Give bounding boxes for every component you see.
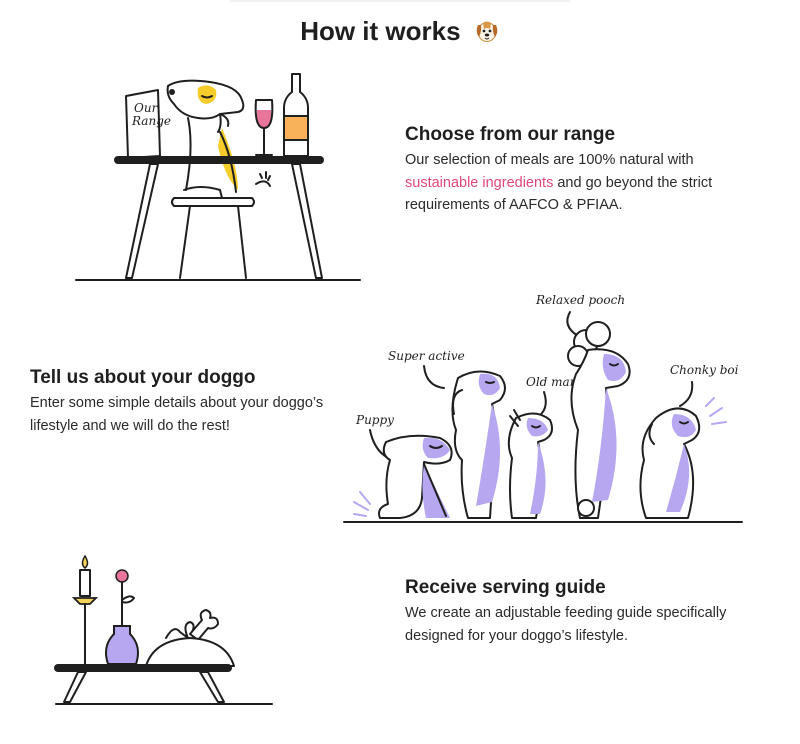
dog-puppy bbox=[378, 434, 453, 519]
dog-relaxed-pooch bbox=[567, 321, 631, 519]
step-text-part: and go beyond the strict requirements of… bbox=[405, 174, 713, 214]
label-old-man: Old man bbox=[526, 375, 577, 389]
dog-lineup-illustration: Puppy Super active Old man Relaxed pooch… bbox=[343, 293, 743, 523]
dog-super-active bbox=[451, 370, 506, 519]
serving-table bbox=[54, 664, 232, 703]
dog-character bbox=[166, 79, 271, 279]
dog-old-man bbox=[507, 409, 553, 519]
step-title: Receive serving guide bbox=[405, 577, 606, 598]
dog-at-table-illustration: Our Range bbox=[75, 73, 361, 281]
step-serving-guide: Receive serving guide We create an adjus… bbox=[405, 576, 735, 647]
label-chonky-boi: Chonky boi bbox=[670, 363, 739, 377]
wine-glass bbox=[254, 99, 274, 156]
label-super-active: Super active bbox=[388, 349, 465, 363]
menu-card: Our Range bbox=[125, 89, 171, 159]
candle bbox=[71, 554, 99, 669]
label-relaxed-pooch: Relaxed pooch bbox=[535, 293, 625, 307]
menu-label-our: Our bbox=[134, 101, 159, 115]
step-description: We create an adjustable feeding guide sp… bbox=[405, 605, 727, 644]
page-title: How it works bbox=[0, 14, 800, 48]
flower-vase bbox=[105, 569, 139, 665]
label-puppy: Puppy bbox=[355, 413, 394, 427]
serving-table-illustration bbox=[54, 554, 273, 705]
step-description: Our selection of meals are 100% natural … bbox=[405, 149, 735, 217]
sustainable-ingredients-link[interactable]: sustainable ingredients bbox=[405, 174, 554, 191]
dog-chonky-boi bbox=[639, 407, 701, 519]
menu-label-range: Range bbox=[131, 114, 171, 128]
step-choose-range: Choose from our range Our selection of m… bbox=[405, 123, 735, 217]
wine-bottle bbox=[283, 73, 309, 157]
page-title-text: How it works bbox=[300, 16, 461, 46]
step-tell-us: Tell us about your doggo Enter some simp… bbox=[30, 366, 360, 437]
step-title: Choose from our range bbox=[405, 124, 616, 145]
dining-table bbox=[114, 156, 324, 279]
top-divider bbox=[230, 0, 570, 2]
step-text-part: Our selection of meals are 100% natural … bbox=[405, 152, 694, 168]
dog-face-icon bbox=[476, 21, 498, 43]
food-bowl bbox=[145, 609, 235, 667]
step-title: Tell us about your doggo bbox=[30, 367, 256, 388]
step-description: Enter some simple details about your dog… bbox=[30, 395, 324, 434]
